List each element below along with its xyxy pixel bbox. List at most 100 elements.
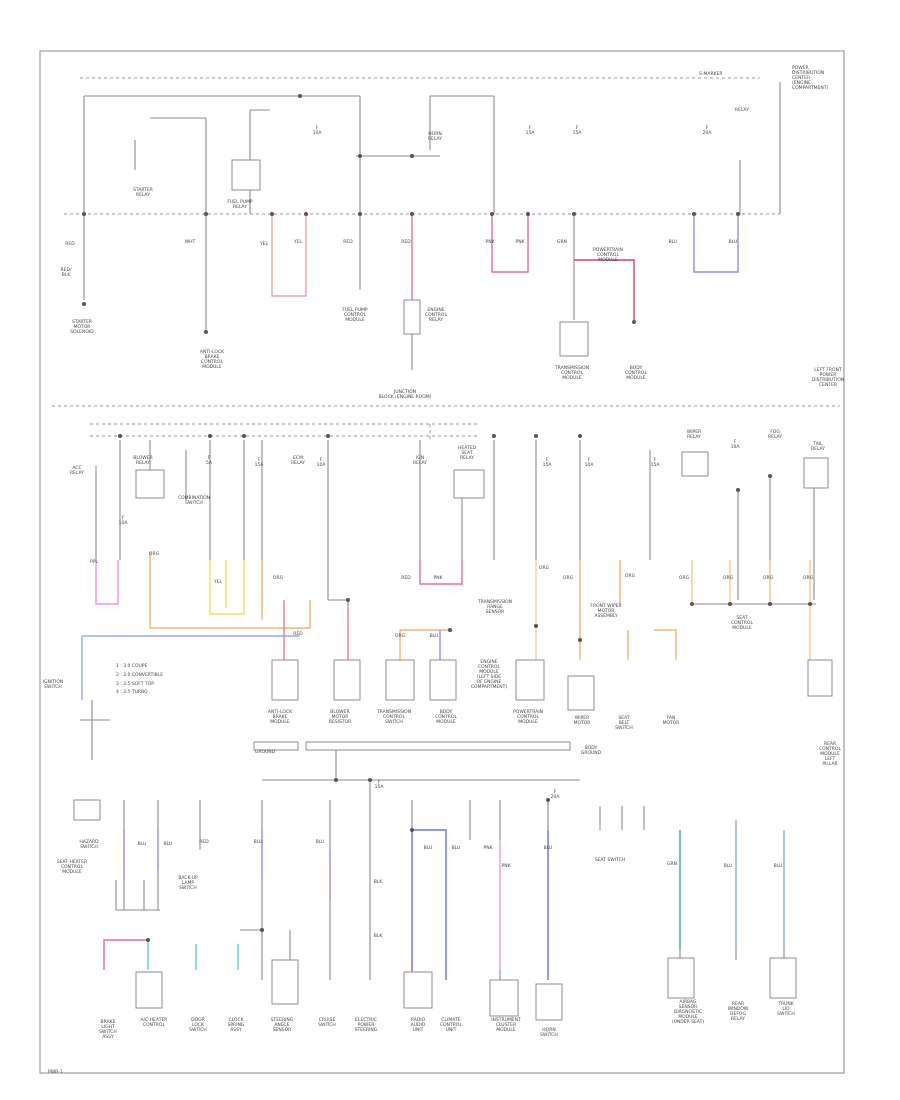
- label-fuse-b2: F 5A: [206, 456, 212, 466]
- label-b-5: STEERING ANGLE SENSOR: [270, 1018, 294, 1033]
- label-starter-relay: STARTER RELAY: [133, 188, 153, 198]
- label-combo-sw: COMBINATION SWITCH: [177, 496, 211, 506]
- yellow-loop-1: [209, 560, 245, 615]
- red-loop-1: [271, 214, 307, 297]
- label-fuse-a1: F 10A: [312, 126, 322, 136]
- label-back-up: BACK-UP LAMP SWITCH: [178, 876, 198, 891]
- component-engine-relay: [403, 299, 421, 335]
- label-lbl-m3: YEL: [213, 580, 223, 585]
- label-lbl-t9: PNK: [515, 240, 525, 245]
- label-relay-b5: HEATED SEAT RELAY: [457, 446, 476, 461]
- label-b-11: HORN SWITCH: [540, 1028, 558, 1038]
- label-lbl-t3: WHT: [184, 240, 196, 245]
- label-lbl-d5: BLU: [315, 840, 325, 845]
- label-lbl-d15: BLK: [373, 934, 383, 939]
- label-lbl-t1: RED: [65, 242, 75, 247]
- bottom-components: [135, 957, 797, 1021]
- label-lbl-m16: ORG: [802, 576, 814, 581]
- component-ptc: [515, 659, 545, 701]
- relay-tail-box: [803, 457, 829, 489]
- component-ignition: [73, 799, 101, 821]
- label-lbl-t5: YEL: [293, 240, 303, 245]
- label-relay-b2: BLOWER RELAY: [133, 456, 153, 466]
- label-c-body: BODY CONTROL MODULE: [435, 710, 457, 725]
- label-relay-b8: TAIL RELAY: [810, 442, 826, 452]
- label-fuse-a3: F 15A: [572, 126, 582, 136]
- orange-mid-8: [691, 560, 811, 660]
- orange-mid-3: [399, 629, 450, 660]
- ignition-feed: [80, 700, 110, 760]
- label-ignition-sw: IGNITION SWITCH: [42, 680, 64, 690]
- label-fuse-c2: F 20A: [550, 790, 560, 800]
- label-body-ground: BODY GROUND: [580, 746, 602, 756]
- diagram-border: [39, 50, 845, 1074]
- label-b-8: RADIO AUDIO UNIT: [410, 1018, 426, 1033]
- label-b-2: A/C HEATER CONTROL: [140, 1018, 168, 1028]
- label-lbl-t6: RED: [343, 240, 353, 245]
- label-lbl-m13: ORG: [678, 576, 690, 581]
- label-lbl-d14: BLK: [373, 880, 383, 885]
- label-fuse-b7: F 15A: [650, 458, 660, 468]
- label-seat-sw: SEAT SWITCH: [594, 858, 626, 863]
- label-fuse-b4: F 10A: [316, 458, 326, 468]
- label-ground-1: GROUND: [254, 750, 276, 755]
- component-blower: [333, 659, 361, 701]
- label-abs-module: ANTI-LOCK BRAKE CONTROL MODULE: [199, 350, 225, 370]
- label-b-12: AIRBAG SENSOR DIAGNOSTIC MODULE (UNDER S…: [671, 1000, 705, 1025]
- label-fuse-c1: F 15A: [374, 780, 384, 790]
- label-lbl-m6: ORG: [394, 634, 406, 639]
- label-lbl-t10: GRN: [557, 240, 567, 245]
- blue-wire-left: [81, 635, 300, 700]
- wire-t2: [150, 117, 207, 330]
- ground-abs: [204, 330, 208, 334]
- label-seat-module: SEAT CONTROL MODULE: [731, 616, 753, 631]
- label-s-marker: S-MARKER: [699, 72, 723, 77]
- orange-mid-7: [627, 629, 677, 660]
- legend-item-1: 1 : 3.0 COUPE: [116, 664, 148, 669]
- label-fuse-a2: F 15A: [525, 126, 535, 136]
- blue-loop-bot: [411, 829, 447, 980]
- legend-item-3: 3 : 3.5 SOFT TOP: [116, 681, 154, 687]
- label-lbl-m4: ORG: [272, 576, 284, 581]
- label-c-fan: FAN MOTOR: [662, 716, 680, 726]
- label-c-wiper: WIPER MOTOR: [573, 716, 591, 726]
- label-ecm-conn: POWERTRAIN CONTROL MODULE: [593, 248, 623, 263]
- label-lbl-d6: BLU: [423, 846, 433, 851]
- label-horn-relay: HORN RELAY: [427, 132, 443, 142]
- orange-wire-1: [149, 552, 311, 629]
- bottom-junctions: [146, 778, 550, 942]
- label-b-1: BRAKE LIGHT SWITCH ASSY: [99, 1020, 117, 1040]
- wire-t7: [356, 96, 440, 157]
- label-lbl-m5: RED: [293, 632, 303, 637]
- label-b-9: CLIMATE CONTROL UNIT: [440, 1018, 462, 1033]
- label-body-module: BODY CONTROL MODULE: [625, 366, 647, 381]
- red-wire-4: [574, 259, 635, 320]
- blue-loop-1: [693, 214, 739, 273]
- relay-wiper-box: [681, 451, 709, 477]
- label-b-13: REAR WINDOW DEFOG RELAY: [727, 1002, 749, 1022]
- label-lbl-t11: BLU: [668, 240, 678, 245]
- relay-blower-box: [135, 469, 165, 499]
- top-junctions: [82, 94, 740, 216]
- label-b-6: CRUISE SWITCH: [318, 1018, 336, 1028]
- label-right-note: LEFT FRONT POWER DISTRIBUTION CENTER: [811, 368, 845, 388]
- label-fuse-b1: F 10A: [118, 516, 128, 526]
- component-fuel-pump-relay: [231, 159, 261, 191]
- label-c-trans: TRANSMISSION CONTROL SWITCH: [376, 710, 412, 725]
- label-lbl-d9: PNK: [501, 864, 511, 869]
- label-c-seat: SEAT BELT SWITCH: [615, 716, 633, 731]
- label-lbl-m9: PNK: [433, 576, 443, 581]
- label-lbl-m7: BLU: [429, 634, 439, 639]
- label-page-ref: PWR-1: [48, 1070, 63, 1075]
- label-relay-a1: RELAY: [734, 108, 750, 113]
- relay-heated-seat-box: [453, 469, 485, 499]
- legend-item-2: 2 : 3.0 CONVERTIBLE: [116, 672, 164, 678]
- diagram-legend: 1 : 3.0 COUPE 2 : 3.0 CONVERTIBLE 3 : 3.…: [116, 663, 163, 698]
- label-fuse-b6: F 10A: [584, 458, 594, 468]
- label-b-7: ELECTRIC POWER STEERING: [354, 1018, 378, 1033]
- label-lbl-m11: ORG: [562, 576, 574, 581]
- ground-bar-1: [253, 741, 299, 751]
- label-lbl-m1: PPL: [90, 560, 98, 565]
- label-trans-sens: TRANSMISSION RANGE SENSOR: [477, 600, 513, 615]
